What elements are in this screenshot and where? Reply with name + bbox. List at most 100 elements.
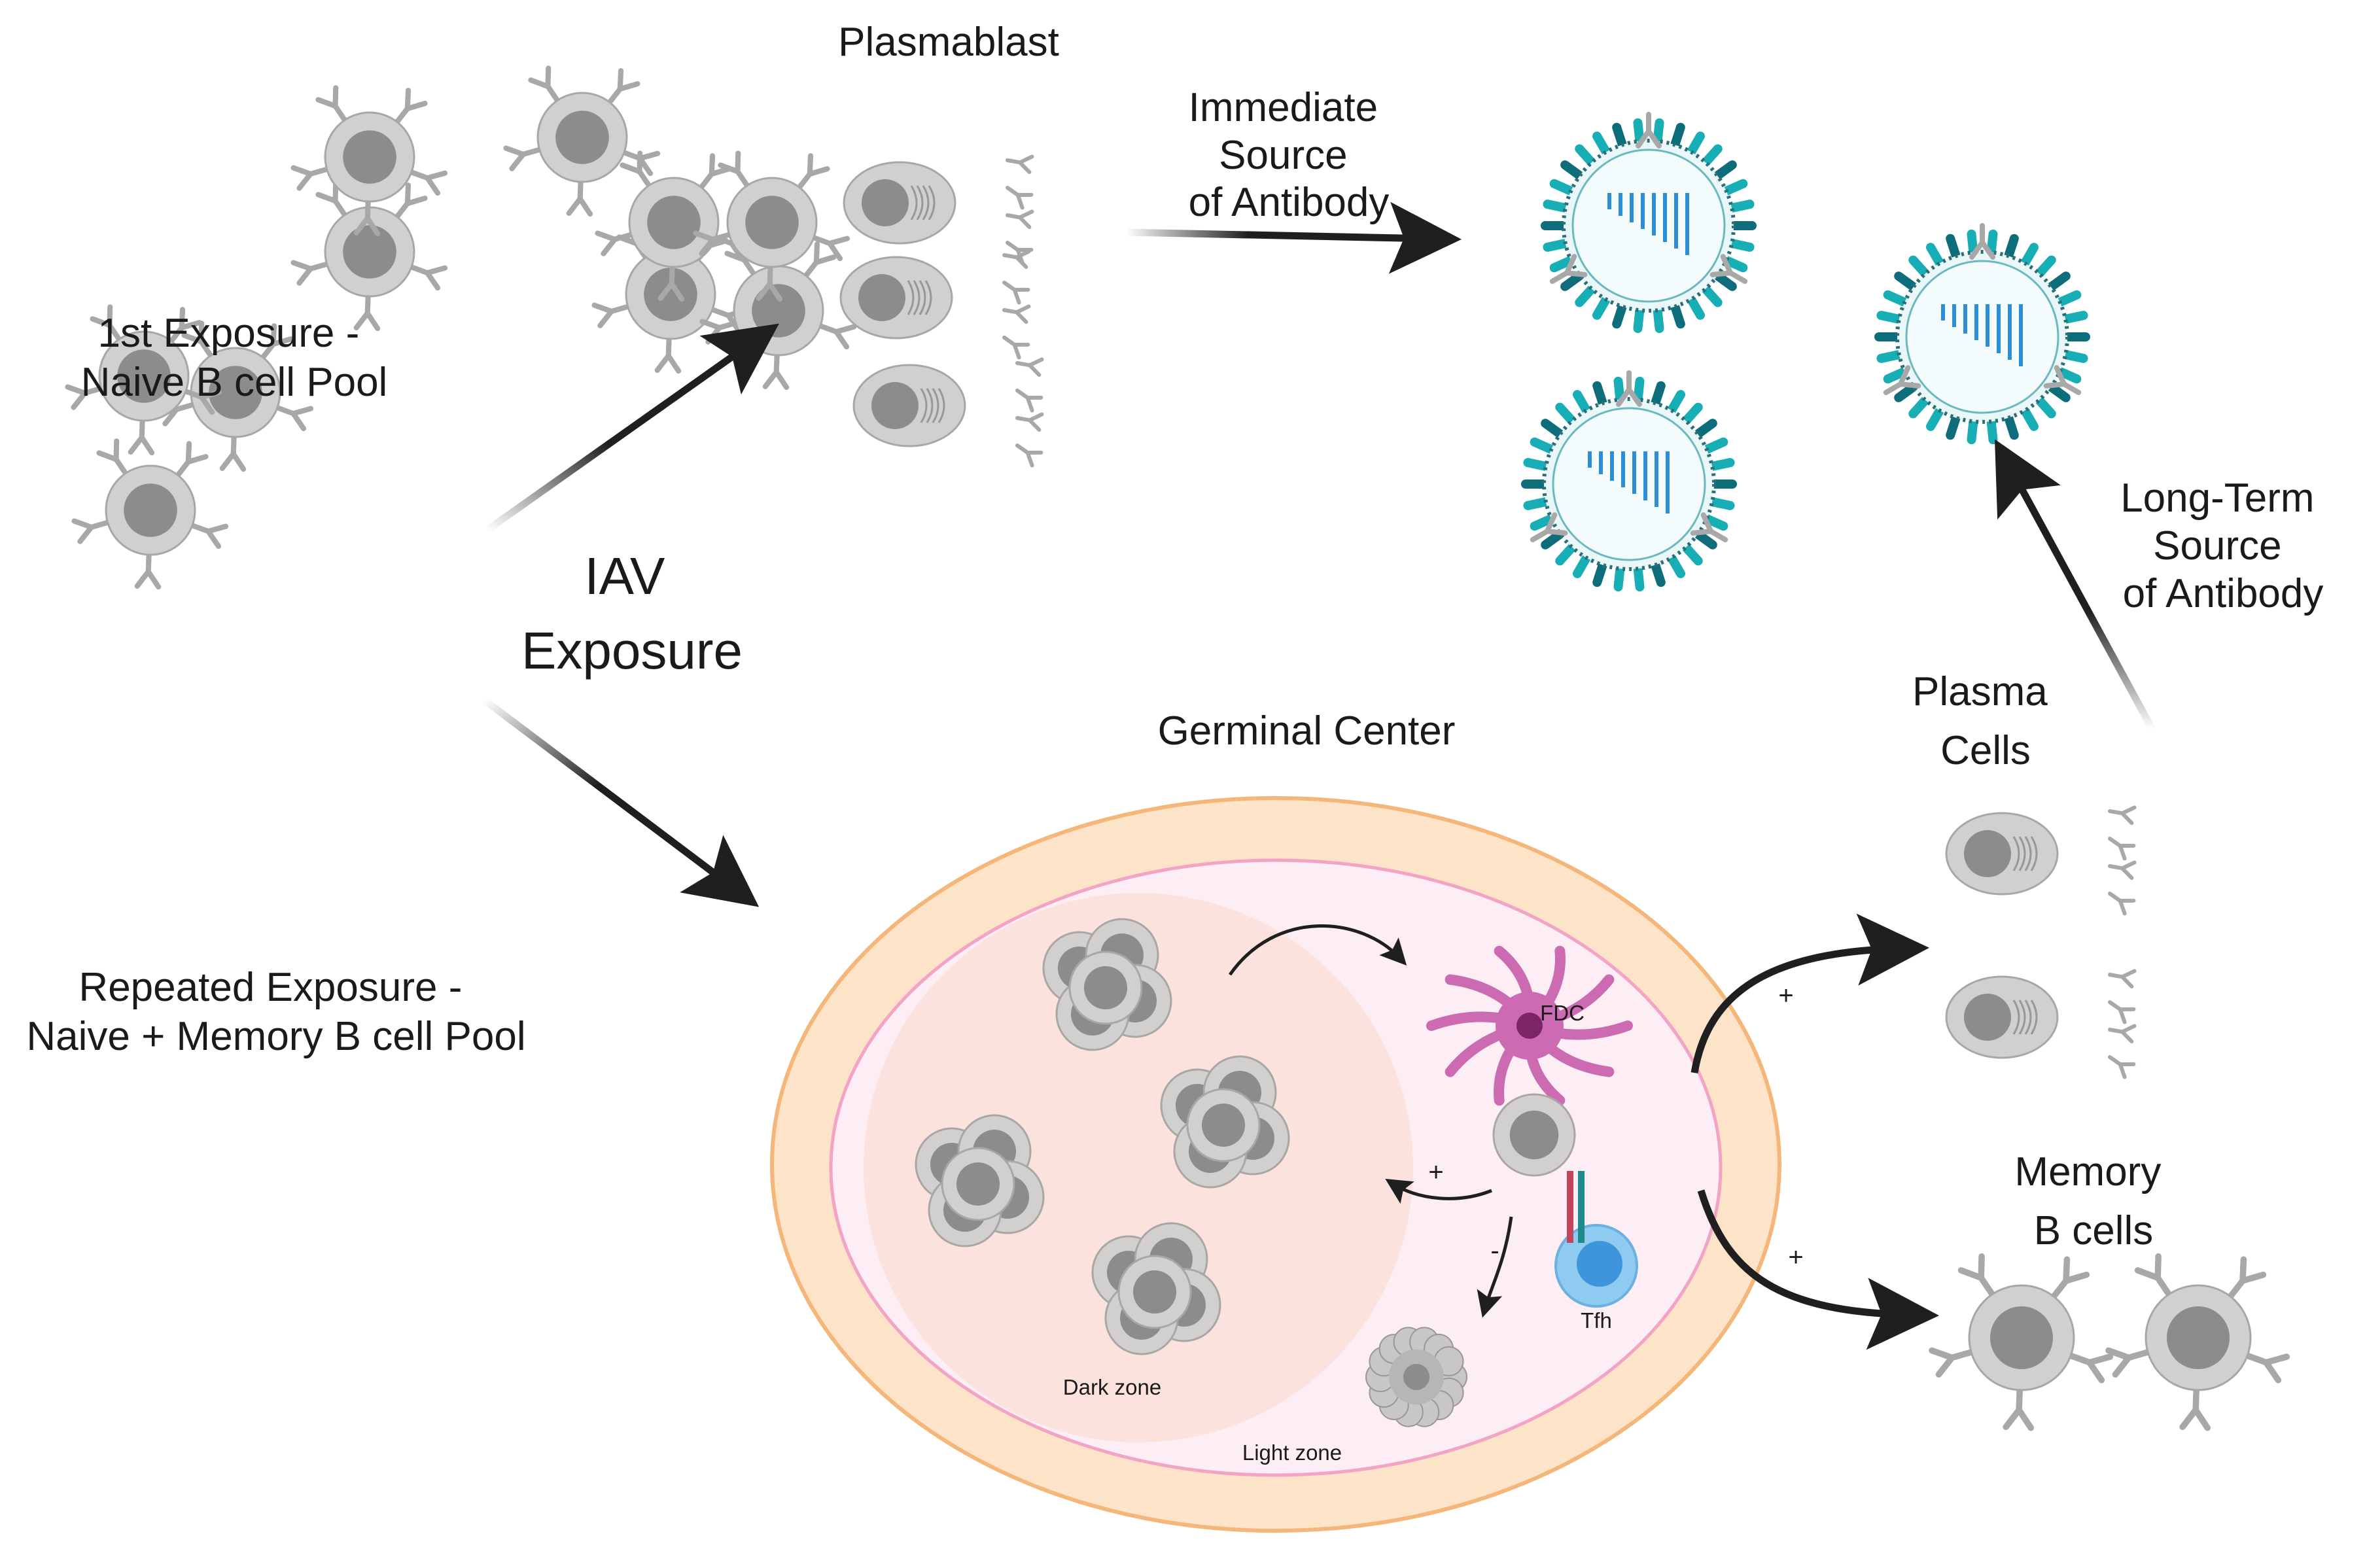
antibody-icon xyxy=(654,336,682,374)
antibody-icon xyxy=(2107,860,2137,880)
antibody-icon xyxy=(1635,111,1662,149)
apoptotic-cell xyxy=(1365,1327,1467,1427)
antibody-icon xyxy=(1005,185,1034,210)
antibody-icon xyxy=(796,153,830,190)
antibody-icon xyxy=(290,165,330,191)
plus-sign-memory: + xyxy=(1788,1243,1803,1272)
germinal-center-label: Germinal Center xyxy=(1158,708,1456,754)
light-zone-label: Light zone xyxy=(1242,1440,1342,1465)
arrow-immediate-source xyxy=(1125,201,1462,274)
antibody-icon xyxy=(2067,1352,2114,1384)
antibody-icon xyxy=(128,417,155,456)
antibody-icon xyxy=(408,169,448,196)
antibody-icon xyxy=(353,198,381,237)
long-term-source-label: Long-Term Source of Antibody xyxy=(2120,476,2326,616)
antibody-icon xyxy=(1002,335,1030,360)
antibody-icon xyxy=(2107,891,2136,916)
antibody-icon xyxy=(2227,1256,2267,1300)
antibody-icon xyxy=(219,434,247,472)
antibody-icon xyxy=(595,230,634,256)
antibody-icon xyxy=(1002,249,1031,270)
fdc-cell xyxy=(1426,945,1633,1106)
antibody-icon xyxy=(96,438,129,476)
antibody-icon xyxy=(1883,365,1921,396)
plasmablast-cell xyxy=(852,357,1044,468)
antibody-icon xyxy=(315,85,348,123)
plasma-cell xyxy=(1945,805,2137,916)
antibody-icon xyxy=(290,260,330,286)
fdc-label: FDC xyxy=(1540,1001,1585,1025)
antibody-icon xyxy=(2003,1387,2035,1431)
antibody-icon xyxy=(1015,388,1043,413)
antibody-icon xyxy=(260,323,294,360)
plasma-cells-label: Plasma Cells xyxy=(1912,669,2059,773)
antibody-icon xyxy=(134,551,162,590)
memory-b-cell xyxy=(1929,1253,2114,1431)
arrow-dark-to-light xyxy=(1228,924,1407,976)
antibody-icon xyxy=(756,264,783,302)
antibody-icon xyxy=(65,384,104,410)
naive-b-cell xyxy=(71,438,229,590)
antibody-icon xyxy=(394,183,428,220)
antibody-icon xyxy=(2244,1352,2290,1384)
antibody-icon xyxy=(693,230,732,256)
antibody-icon xyxy=(1005,209,1034,230)
naive-b-cell xyxy=(65,304,222,456)
cells-layer xyxy=(65,65,2290,1431)
antibody-icon xyxy=(503,145,542,171)
arrow-long-term-source xyxy=(1994,439,2156,731)
minus-sign-apoptosis: - xyxy=(1490,1236,1499,1265)
antibody-icon xyxy=(2043,365,2082,396)
antibody-icon xyxy=(657,264,685,302)
first-exposure-label: 1st Exposure - Naive B cell Pool xyxy=(81,311,388,405)
antibody-icon xyxy=(2107,1024,2137,1044)
dark-zone-b-cell xyxy=(1186,1088,1261,1162)
antibody-icon xyxy=(1530,512,1568,543)
naive-b-cell xyxy=(693,150,850,302)
antibody-icon xyxy=(274,405,314,432)
plasmablast-label: Plasmablast xyxy=(838,20,1059,65)
antibody-icon xyxy=(2134,1253,2173,1298)
antibody-icon xyxy=(2050,1256,2090,1300)
dark-zone-b-cell xyxy=(1117,1255,1192,1329)
antibody-icon xyxy=(2107,805,2137,826)
antibody-icon xyxy=(591,302,631,328)
virus-layer xyxy=(1521,111,2090,592)
antibody-icon xyxy=(71,518,111,544)
antibody-icon xyxy=(181,321,214,358)
arrow-to-germinal-center xyxy=(482,697,760,907)
antibody-icon xyxy=(606,68,640,105)
antibody-icon xyxy=(1549,254,1588,285)
tfh-cell xyxy=(1554,1171,1638,1308)
antibody-icon xyxy=(1969,222,1996,260)
plus-sign-plasma: + xyxy=(1778,981,1793,1010)
memory-b-cells-label: Memory B cells xyxy=(2014,1149,2172,1253)
arrows xyxy=(482,201,2156,1350)
light-zone-b-cell xyxy=(1492,1093,1576,1177)
antibody-icon xyxy=(175,441,209,478)
repeated-exposure-label: Repeated Exposure - Naive + Memory B cel… xyxy=(26,965,525,1059)
plasmablast-cell xyxy=(843,154,1034,265)
antibody-icon xyxy=(1615,370,1643,408)
naive-b-cell xyxy=(503,65,661,217)
antibody-icon xyxy=(90,304,122,342)
antibody-icon xyxy=(183,389,222,415)
arrow-to-memory-cells xyxy=(1697,1189,1939,1350)
antibody-icon xyxy=(1005,154,1034,175)
naive-b-cell xyxy=(290,85,448,237)
antibody-icon xyxy=(2107,836,2136,861)
plasma-cell xyxy=(1945,969,2137,1079)
antibody-icon xyxy=(1709,254,1748,285)
antibody-icon xyxy=(1002,280,1030,305)
antibody-icon xyxy=(2107,969,2137,989)
tfh-label: Tfh xyxy=(1581,1308,1612,1333)
immediate-source-label: Immediate Source of Antibody xyxy=(1189,85,1390,225)
antibody-icon xyxy=(168,307,202,344)
dark-zone-b-cell xyxy=(941,1147,1015,1221)
antibody-icon xyxy=(620,150,652,188)
antibody-icon xyxy=(2105,1347,2151,1378)
antibody-icon xyxy=(1690,512,1728,543)
arrow-to-plasma-cells xyxy=(1691,913,1929,1073)
